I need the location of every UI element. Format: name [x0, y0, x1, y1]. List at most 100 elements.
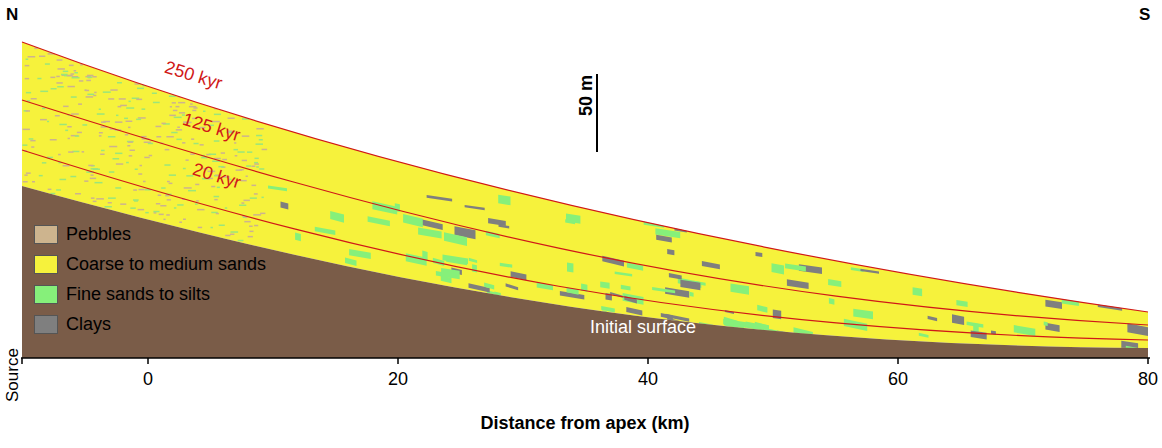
- pebble-speck: [42, 162, 46, 164]
- compass-label: S: [1139, 6, 1150, 23]
- pebble-speck: [59, 124, 66, 126]
- pebble-speck: [78, 103, 82, 105]
- pebble-speck: [222, 59, 227, 61]
- facies-patch: [488, 218, 506, 226]
- facies-patch: [326, 404, 337, 409]
- facies-patch: [853, 445, 874, 448]
- pebble-speck: [115, 153, 122, 155]
- tick-label: 80: [1138, 370, 1158, 388]
- pebble-speck: [67, 126, 71, 128]
- pebble-speck: [54, 41, 56, 43]
- isochron-line: [22, 42, 1148, 312]
- pebble-speck: [86, 96, 94, 98]
- facies-patch: [748, 404, 768, 418]
- facies-patch: [544, 440, 569, 448]
- pebble-speck: [203, 111, 206, 113]
- compass-label: N: [6, 6, 18, 23]
- pebble-speck: [166, 214, 170, 216]
- facies-patch: [1018, 426, 1038, 437]
- pebble-speck: [256, 166, 259, 168]
- pebble-speck: [140, 165, 143, 167]
- facies-patch: [381, 388, 393, 395]
- pebble-speck: [231, 50, 233, 52]
- facies-patch: [825, 368, 850, 384]
- facies-patch: [913, 287, 923, 296]
- pebble-speck: [126, 107, 134, 109]
- pebble-speck: [172, 102, 176, 104]
- pebble-speck: [254, 225, 258, 227]
- pebble-speck: [228, 97, 235, 99]
- pebble-speck: [163, 219, 165, 221]
- pebble-speck: [141, 43, 148, 45]
- pebble-speck: [99, 132, 103, 134]
- pebble-speck: [116, 62, 121, 64]
- pebble-speck: [171, 132, 177, 134]
- facies-patch: [937, 378, 959, 391]
- facies-patch: [283, 373, 305, 385]
- initial-surface: [22, 186, 1148, 358]
- pebble-speck: [141, 46, 143, 48]
- facies-patch: [441, 369, 458, 378]
- pebble-speck: [169, 183, 173, 185]
- pebble-speck: [128, 127, 131, 129]
- pebble-speck: [200, 144, 204, 146]
- facies-patch: [1074, 445, 1090, 448]
- facies-patch: [936, 379, 953, 387]
- facies-patch: [906, 439, 930, 448]
- facies-patches: [22, 40, 1162, 448]
- pebble-speck: [244, 221, 250, 223]
- facies-patch: [697, 428, 719, 442]
- pebble-speck: [110, 52, 115, 54]
- pebble-speck: [85, 90, 89, 92]
- facies-patch: [766, 373, 774, 381]
- pebble-speck: [249, 231, 253, 233]
- pebble-speck: [259, 56, 263, 58]
- pebble-speck: [254, 163, 259, 165]
- pebble-speck: [185, 53, 190, 55]
- deposit-body: [22, 42, 1148, 348]
- legend-swatch: [34, 225, 58, 244]
- pebble-speck: [152, 93, 157, 95]
- pebble-speck: [190, 103, 193, 105]
- pebble-speck: [214, 140, 220, 142]
- facies-patch: [1058, 368, 1081, 378]
- pebble-speck: [156, 136, 161, 138]
- pebble-speck: [198, 227, 202, 229]
- facies-patch: [971, 330, 987, 339]
- isochron-label: 250 kyr: [163, 58, 225, 92]
- pebble-speck: [92, 76, 96, 78]
- facies-patch: [615, 445, 641, 448]
- facies-patch: [721, 387, 745, 399]
- pebble-speck: [251, 71, 259, 73]
- pebble-speck: [28, 56, 36, 58]
- pebble-speck: [66, 43, 68, 45]
- pebble-speck: [214, 114, 221, 116]
- pebble-speck: [222, 159, 227, 161]
- pebble-speck: [47, 121, 49, 123]
- facies-patch: [846, 436, 860, 442]
- pebble-speck: [100, 64, 106, 66]
- pebble-speck: [25, 78, 29, 80]
- pebble-speck: [82, 124, 87, 126]
- pebble-speck: [60, 179, 67, 181]
- pebble-speck: [178, 102, 185, 104]
- facies-patch: [1098, 380, 1111, 389]
- facies-patch: [716, 370, 740, 385]
- facies-patch: [1015, 416, 1039, 428]
- pebble-speck: [63, 71, 68, 73]
- facies-patch: [1147, 415, 1152, 419]
- facies-patch: [463, 371, 473, 375]
- facies-patch: [621, 285, 631, 291]
- pebble-speck: [257, 102, 263, 104]
- pebble-speck: [165, 149, 170, 151]
- facies-patch: [989, 428, 993, 431]
- pebble-speck: [159, 68, 162, 70]
- facies-patch: [1049, 406, 1058, 415]
- facies-patch: [663, 386, 683, 397]
- pebble-speck: [124, 118, 128, 120]
- facies-patch: [281, 202, 289, 210]
- pebble-speck: [244, 200, 250, 202]
- pebble-speck: [234, 149, 239, 151]
- pebble-speck: [82, 151, 85, 153]
- pebble-speck: [99, 109, 101, 111]
